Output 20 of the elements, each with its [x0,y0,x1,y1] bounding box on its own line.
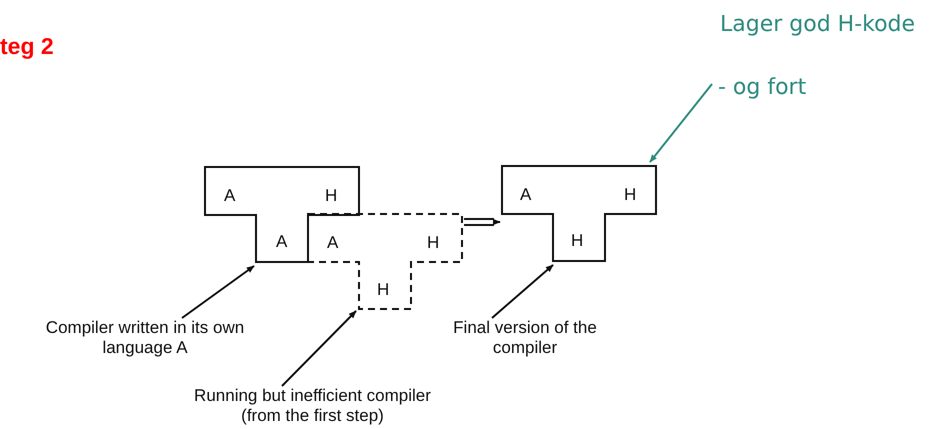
annotation-text: - og fort [718,75,806,100]
double-arrow [463,218,501,226]
language-letter: A [520,186,532,203]
caption-text: Running but inefficient compiler (from the first step) [185,386,440,426]
language-letter: A [276,233,288,250]
language-letter: A [327,234,338,251]
leader-arrow [281,310,357,387]
language-letter: H [377,281,390,298]
step-heading: teg 2 [0,33,54,60]
language-letter: A [224,187,236,204]
language-letter: H [624,186,636,203]
caption-text: Compiler written in its own language A [10,318,280,358]
language-letter: H [571,232,584,249]
leader-arrow [181,265,255,319]
leader-arrow [649,83,713,163]
language-letter: H [325,187,338,204]
leader-arrow [491,264,554,319]
language-letter: H [427,234,440,251]
caption-text: Final version of the compiler [420,318,630,358]
annotation-text: Lager god H-kode [720,12,916,37]
